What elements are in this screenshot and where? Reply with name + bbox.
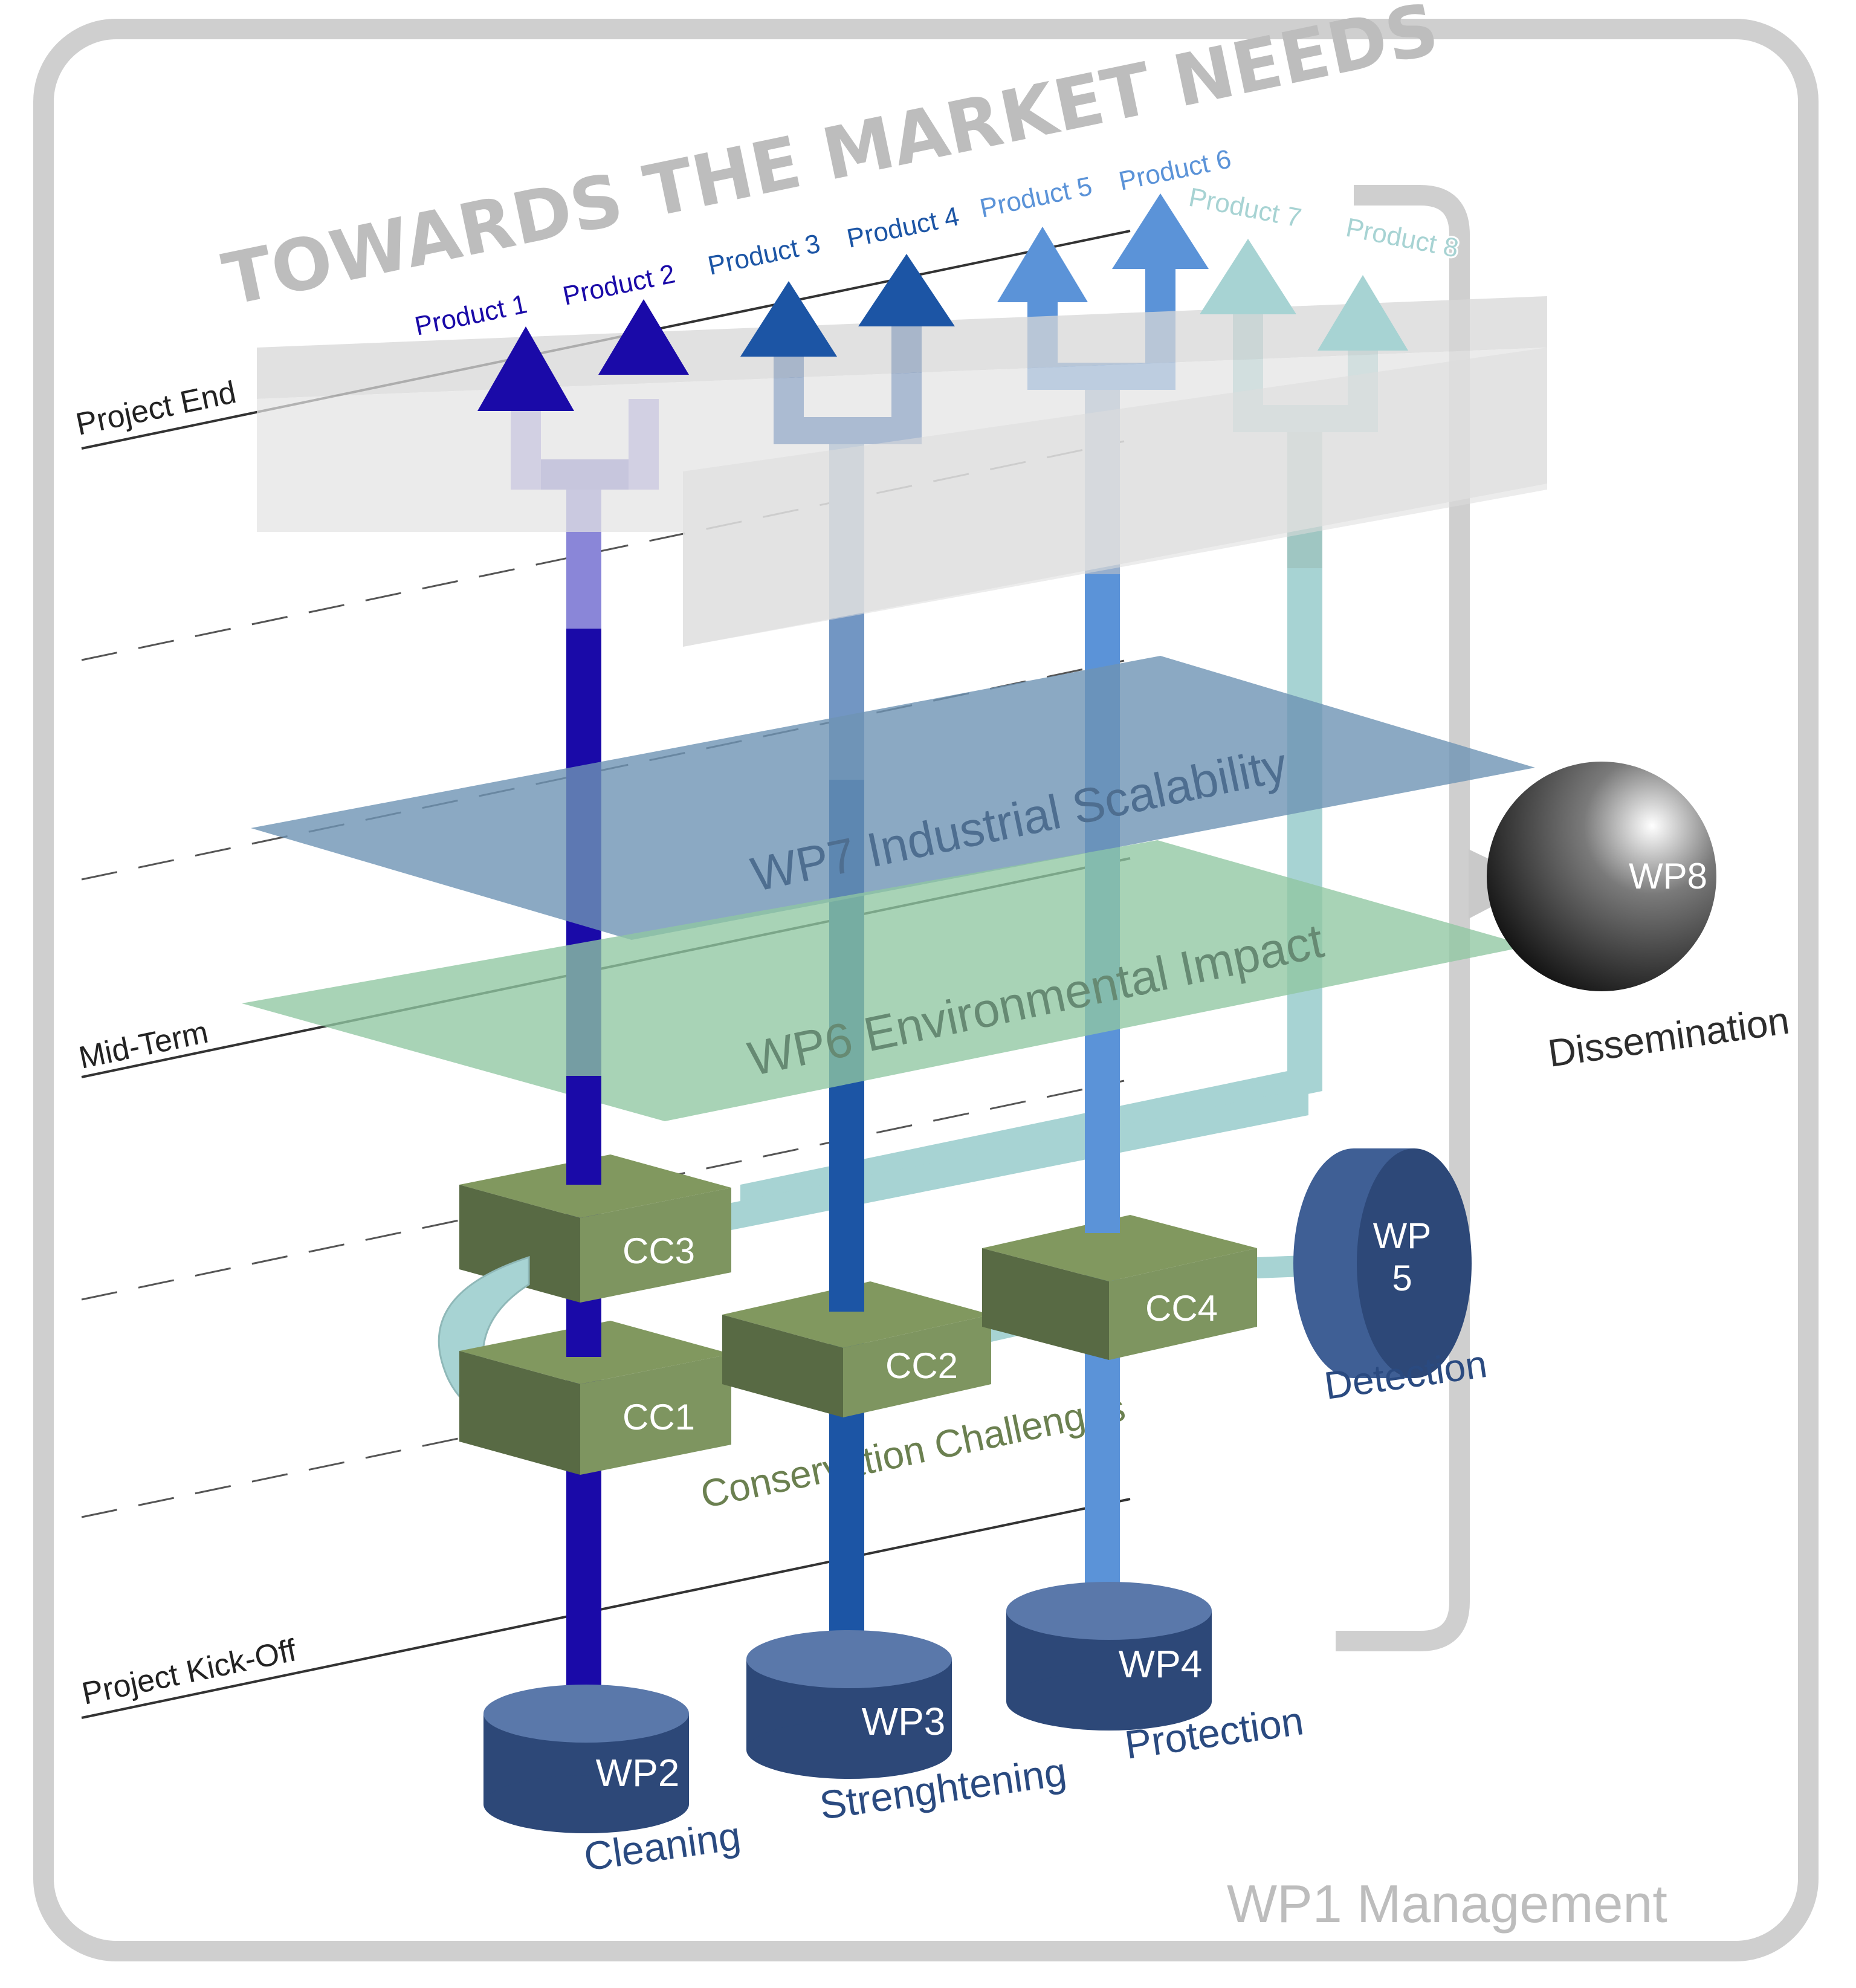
wp2-cylinder: WP2 xyxy=(483,1685,689,1833)
wp5-cylinder: WP 5 xyxy=(1293,1148,1472,1378)
cc2-label: CC2 xyxy=(885,1345,958,1386)
wp4-label: WP4 xyxy=(1119,1642,1203,1686)
track-front-segments xyxy=(566,1076,1120,1717)
cc-caption: Conservation Challenges xyxy=(697,1385,1129,1517)
wp5-label-1: WP xyxy=(1373,1216,1432,1256)
cc2-box: CC2 xyxy=(722,1281,991,1417)
wp8-label: WP8 xyxy=(1629,856,1707,896)
cc4-box: CC4 xyxy=(982,1215,1257,1360)
timeline-mid-term: Mid-Term xyxy=(76,1015,212,1076)
timeline-kick-off: Project Kick-Off xyxy=(79,1633,300,1712)
product-8-label: Product 8 xyxy=(1343,213,1461,264)
cc1-label: CC1 xyxy=(622,1397,695,1437)
cc3-label: CC3 xyxy=(622,1231,695,1271)
wp2-label: WP2 xyxy=(596,1751,680,1795)
wp3-label: WP3 xyxy=(862,1700,946,1743)
wp8-sphere: WP8 xyxy=(1487,762,1716,991)
management-frame xyxy=(33,19,1819,1961)
product-5-label: Product 5 xyxy=(977,171,1095,223)
product-1-label: Product 1 xyxy=(412,289,529,341)
wp1-management-label: WP1 Management xyxy=(1227,1874,1667,1934)
product-4-label: Product 4 xyxy=(844,201,962,253)
wp8-caption: Dissemination xyxy=(1545,999,1792,1075)
product-2-label: Product 2 xyxy=(560,259,677,311)
cc4-label: CC4 xyxy=(1145,1288,1218,1329)
wp4-cylinder: WP4 xyxy=(1006,1582,1212,1731)
product-3-label: Product 3 xyxy=(705,228,823,280)
dissemination-bracket xyxy=(1336,185,1470,1651)
wp3-cylinder: WP3 xyxy=(746,1630,952,1779)
product-7-label: Product 7 xyxy=(1186,183,1304,233)
wp5-label-2: 5 xyxy=(1392,1258,1412,1298)
cc-boxes: CC3 CC1 CC2 CC4 xyxy=(438,1088,1336,1475)
project-end-box xyxy=(257,296,1547,647)
product-arrowheads xyxy=(477,193,1408,411)
cc3-box: CC3 xyxy=(459,1154,731,1303)
